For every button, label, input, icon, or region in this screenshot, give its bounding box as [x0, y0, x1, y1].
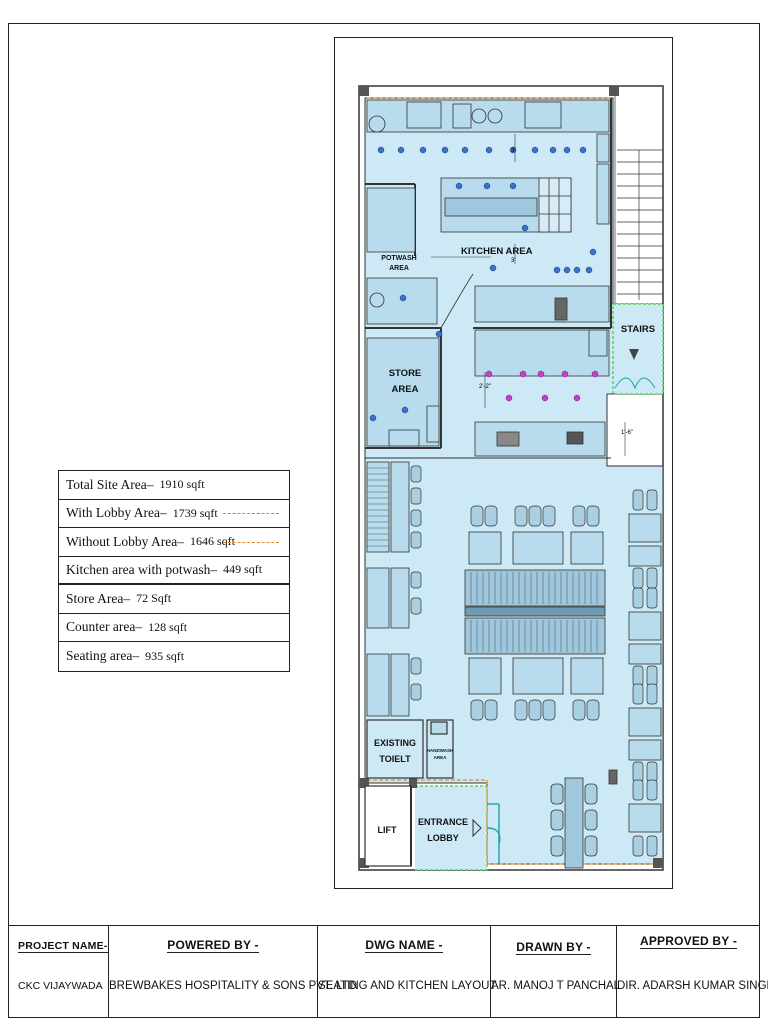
right-wall-chairs — [632, 489, 658, 857]
legend-row-store: Store Area– 72 Sqft — [59, 585, 289, 614]
left-banquette — [366, 461, 410, 717]
legend-label: Counter area– — [66, 619, 143, 635]
legend-row-kitchen: Kitchen area with potwash– 449 sqft — [59, 557, 289, 585]
kitchen-equipment — [366, 99, 610, 457]
equipment-markers — [369, 146, 597, 422]
room-label-potwash-2: AREA — [389, 265, 409, 272]
legend-label: Total Site Area– — [66, 476, 154, 492]
central-chairs — [470, 505, 600, 721]
title-block-powered-by: POWERED BY - BREWBAKES HOSPITALITY & SON… — [109, 926, 357, 1018]
left-chairs — [410, 465, 422, 701]
project-name-label: PROJECT NAME- — [18, 940, 108, 953]
approved-by-value: DIR. ADARSH KUMAR SINGH — [617, 980, 768, 992]
legend-value: 1910 sqft — [159, 477, 205, 492]
dimension-counter-gap: 2'-2" — [479, 384, 491, 390]
room-label-stairs: STAIRS — [621, 324, 655, 335]
project-name-value: CKC VIJAYWADA — [18, 980, 103, 992]
legend-label: Kitchen area with potwash– — [66, 561, 218, 577]
area-legend-table: Total Site Area– 1910 sqft With Lobby Ar… — [58, 470, 290, 672]
room-label-toilet-2: TOIELT — [379, 754, 411, 764]
with-lobby-boundary — [415, 303, 664, 871]
room-label-lift: LIFT — [378, 825, 397, 835]
dimension-stair-offset: 1'-6" — [621, 430, 633, 436]
room-label-lobby-1: ENTRANCE — [418, 817, 468, 827]
title-block-project: PROJECT NAME- CKC VIJAYWADA — [8, 926, 109, 1018]
structural-columns — [359, 86, 663, 868]
title-block: PROJECT NAME- CKC VIJAYWADA POWERED BY -… — [8, 925, 768, 1018]
legend-row-seating: Seating area– 935 sqft — [59, 642, 289, 671]
kitchen-door-swing — [440, 273, 474, 329]
central-seating — [464, 531, 606, 695]
legend-label: Without Lobby Area– — [66, 533, 184, 549]
floor-plan: KITCHEN AREA POTWASH AREA STORE AREA STA… — [358, 85, 664, 871]
stairs-door-swing — [614, 377, 656, 390]
room-label-potwash-1: POTWASH — [381, 255, 416, 262]
approved-by-label: APPROVED BY - — [639, 934, 738, 949]
title-block-dwg-name: DWG NAME - SEATING AND KITCHEN LAYOUT — [318, 926, 497, 1018]
dimension-lines — [484, 134, 626, 456]
legend-value: 128 sqft — [148, 619, 188, 634]
legend-row-with-lobby: With Lobby Area– 1739 sqft — [59, 500, 289, 528]
powered-by-label: POWERED BY - — [167, 938, 259, 953]
drawing-sheet-border — [8, 23, 760, 1018]
orange-dashed-line-swatch — [223, 541, 279, 543]
legend-value: 1646 sqft — [189, 534, 235, 549]
stair-treads — [614, 90, 664, 304]
legend-row-without-lobby: Without Lobby Area– 1646 sqft — [59, 528, 289, 557]
legend-row-total-site: Total Site Area– 1910 sqft — [59, 471, 289, 500]
legend-value: 449 sqft — [223, 562, 263, 577]
legend-value: 935 sqft — [145, 648, 185, 663]
stairs-arrow-icon — [629, 349, 639, 360]
counter-markers — [485, 370, 599, 402]
powered-by-value: BREWBAKES HOSPITALITY & SONS PVT. LTD — [109, 980, 357, 992]
room-label-toilet-1: EXISTING — [374, 738, 416, 748]
title-block-approved-by: APPROVED BY - DIR. ADARSH KUMAR SINGH — [617, 926, 768, 1018]
legend-row-counter: Counter area– 128 sqft — [59, 614, 289, 642]
legend-value: 1739 sqft — [172, 505, 218, 520]
dwg-name-value: SEATING AND KITCHEN LAYOUT — [318, 980, 497, 992]
legend-value: 72 Sqft — [136, 591, 172, 606]
legend-label: Seating area– — [66, 648, 140, 664]
lift-shaft — [364, 785, 412, 867]
room-label-kitchen: KITCHEN AREA — [461, 246, 533, 257]
central-bench-lines — [470, 572, 598, 652]
lobby-door — [486, 803, 501, 864]
legend-label: With Lobby Area– — [66, 505, 167, 521]
room-label-store-1: STORE — [389, 368, 422, 379]
drawn-by-label: DRAWN BY - — [516, 940, 591, 955]
legend-label: Store Area– — [66, 590, 131, 606]
room-label-handwash-1: HANDWASH — [427, 748, 454, 753]
floor-plan-frame: KITCHEN AREA POTWASH AREA STORE AREA STA… — [334, 37, 673, 889]
lobby-entry-arrow-icon — [472, 818, 482, 838]
toilet-handwash-rooms — [366, 719, 454, 779]
dimension-kitchen-gap-2: 3' — [511, 258, 515, 264]
drawn-by-value: AR. MANOJ T PANCHAL — [491, 980, 621, 992]
lobby-floor — [415, 786, 487, 870]
title-block-drawn-by: DRAWN BY - AR. MANOJ T PANCHAL — [491, 926, 621, 1018]
green-dashed-line-swatch — [223, 513, 279, 515]
dimension-kitchen-gap-1: 3' — [511, 148, 515, 154]
room-label-lobby-2: LOBBY — [427, 833, 459, 843]
dwg-name-label: DWG NAME - — [365, 938, 443, 953]
room-label-handwash-2: AREA — [434, 755, 448, 760]
left-banquette-lines — [367, 467, 389, 547]
room-label-store-2: AREA — [392, 384, 419, 395]
right-wall-tables — [628, 513, 662, 833]
entrance-table — [550, 769, 618, 869]
